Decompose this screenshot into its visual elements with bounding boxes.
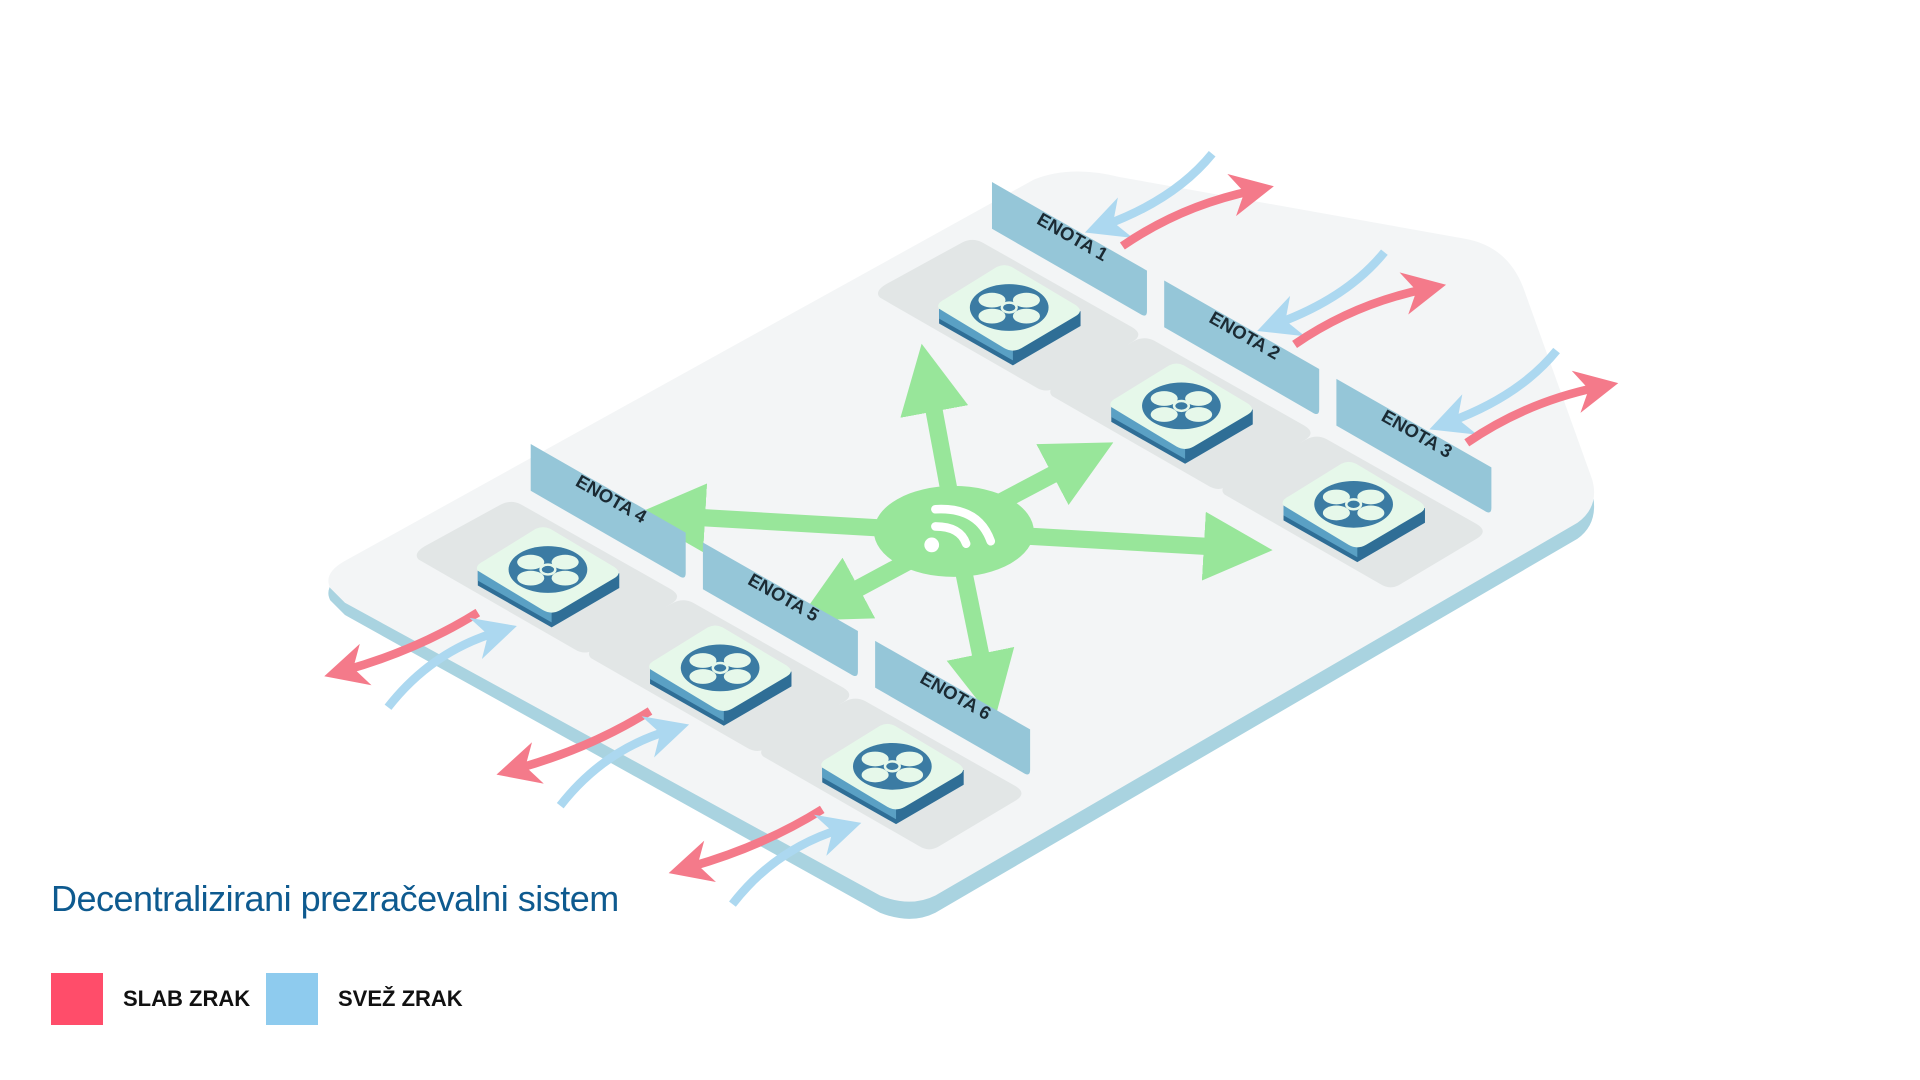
exhaust-air-arrow: [1292, 272, 1447, 348]
unit-label-panel: [530, 444, 686, 578]
legend-fresh: SVEŽ ZRAK: [266, 973, 463, 1025]
exhaust-air-arrow: [668, 805, 825, 883]
exhaust-air-arrow: [496, 707, 653, 784]
legend-exhaust: SLAB ZRAK: [51, 973, 250, 1025]
hub: [636, 343, 1273, 722]
fresh-air-arrow: [1257, 249, 1388, 337]
unit-label-panel: [702, 542, 858, 677]
legend-label-exhaust: SLAB ZRAK: [123, 986, 251, 1011]
unit-label-panel: [1336, 378, 1492, 513]
wifi-icon: [924, 504, 996, 553]
fresh-air-arrow: [556, 716, 690, 809]
fresh-air-arrow: [729, 814, 862, 907]
fresh-air-arrow: [1429, 347, 1560, 435]
fresh-air-arrow: [384, 617, 517, 710]
fresh-air-arrow: [1084, 151, 1216, 238]
unit-label-panel: [875, 640, 1031, 775]
legend-swatch-exhaust: [51, 973, 103, 1025]
exhaust-air-arrow: [1464, 370, 1619, 447]
legend-swatch-fresh: [266, 973, 318, 1025]
exhaust-air-arrow: [1119, 173, 1274, 250]
legend-label-fresh: SVEŽ ZRAK: [338, 986, 463, 1011]
unit-label-panel: [1164, 280, 1320, 415]
diagram-title: Decentralizirani prezračevalni sistem: [51, 878, 619, 919]
exhaust-air-arrow: [324, 608, 481, 686]
unit-label-panel: [991, 182, 1147, 316]
